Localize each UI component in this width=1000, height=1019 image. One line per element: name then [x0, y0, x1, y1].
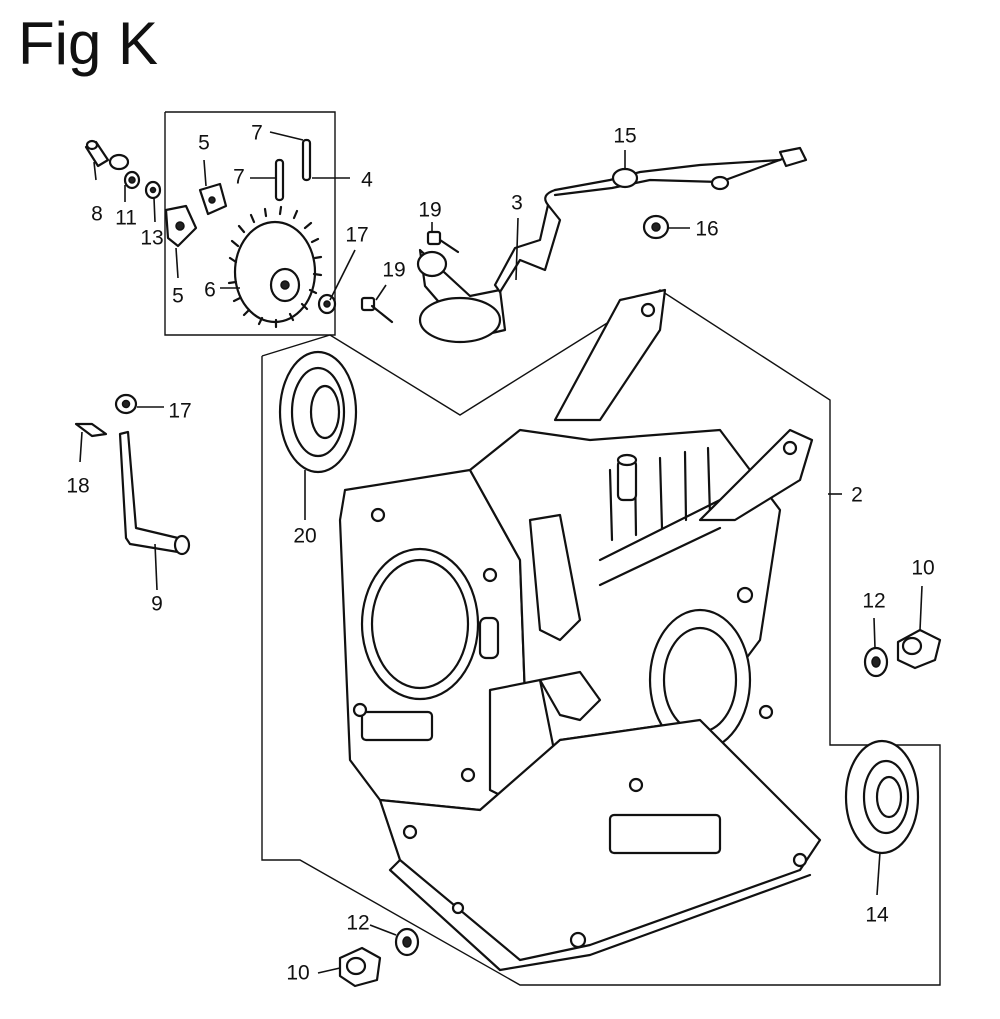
callout-8: 8 — [91, 202, 103, 226]
part-16-grommet — [642, 214, 670, 240]
part-13-nut — [144, 180, 162, 200]
part-5-governor-weight — [164, 182, 228, 248]
callout-17-lower: 17 — [168, 399, 192, 423]
figure-title: Fig K — [18, 10, 159, 77]
part-12-washer-bottom — [394, 927, 420, 957]
part-14-oil-seal — [844, 739, 920, 855]
part-8-breather-pipe — [84, 139, 110, 168]
part-15-wire-harness — [553, 146, 808, 197]
callout-18: 18 — [66, 474, 90, 498]
callout-9: 9 — [151, 592, 163, 616]
part-3-oil-level-switch — [416, 188, 562, 344]
part-17-washer — [317, 293, 337, 315]
callout-11: 11 — [115, 206, 137, 230]
part-17-washer-lower — [114, 393, 138, 415]
part-9-governor-shaft — [118, 430, 191, 556]
part-18-clip — [74, 422, 108, 438]
callout-19-upper: 19 — [418, 198, 442, 222]
callout-12-bottom: 12 — [346, 911, 370, 935]
part-10-bolt-right — [896, 628, 942, 670]
callout-2: 2 — [851, 483, 863, 507]
part-7-pins — [274, 138, 312, 202]
callout-5-lower: 5 — [172, 284, 184, 308]
part-12-washer-right — [863, 646, 889, 678]
callout-16: 16 — [695, 217, 719, 241]
group-outline-governor — [164, 111, 336, 336]
callout-10-right: 10 — [911, 556, 935, 580]
leader-lines — [79, 131, 923, 974]
callout-5-upper: 5 — [198, 131, 210, 155]
callout-4: 4 — [361, 168, 373, 192]
part-11-washer — [108, 153, 141, 190]
callout-14: 14 — [865, 903, 889, 927]
part-19-bolt-lower — [360, 296, 394, 324]
callout-7-upper: 7 — [251, 121, 263, 145]
part-20-bearing — [278, 350, 358, 474]
group-outline-crankcase — [261, 289, 941, 986]
callout-7-lower: 7 — [233, 165, 245, 189]
part-2-crankcase — [338, 288, 822, 972]
callout-6: 6 — [204, 278, 216, 302]
callout-13: 13 — [140, 226, 164, 250]
callout-3: 3 — [511, 191, 523, 215]
callout-20: 20 — [293, 524, 317, 548]
callout-12-right: 12 — [862, 589, 886, 613]
part-6-governor-gear — [227, 205, 323, 329]
part-10-bolt-bottom — [338, 946, 382, 988]
callout-19-lower: 19 — [382, 258, 406, 282]
callout-17-upper: 17 — [345, 223, 369, 247]
callout-15: 15 — [613, 124, 637, 148]
callout-10-bottom: 10 — [286, 961, 310, 985]
part-19-bolt-upper — [426, 230, 460, 254]
